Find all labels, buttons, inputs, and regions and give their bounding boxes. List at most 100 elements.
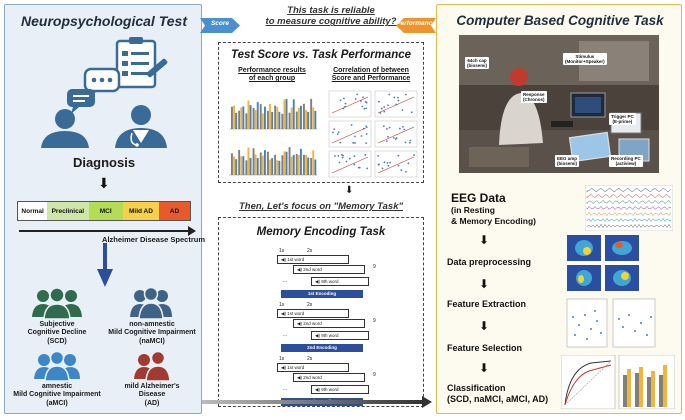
thumbnail-bar <box>290 156 293 175</box>
photo-label-stimulus: Stimulus(Monitor+Speaker) <box>563 53 607 66</box>
timing-label: 2s <box>307 302 313 308</box>
scatter-point <box>345 160 348 163</box>
label-line: Correlation of between <box>333 67 409 74</box>
group-label-line: Mild Cognitive Impairment <box>108 329 196 337</box>
group-amci: amnestic Mild Cognitive Impairment (aMCI… <box>9 351 105 408</box>
score-vs-performance-box: Test Score vs. Task Performance Performa… <box>218 42 424 183</box>
group-label-line: Subjective <box>39 321 75 328</box>
down-arrow-icon: ⬇ <box>98 175 110 191</box>
scatter-point <box>356 93 359 96</box>
group-label-line: (aMCI) <box>46 399 68 407</box>
thumbnail-bar <box>256 157 259 175</box>
thumbnail-bar <box>264 150 266 175</box>
item-count-label: 9 <box>373 264 376 270</box>
thumbnail-bar <box>261 155 264 175</box>
scatter-point <box>400 169 403 172</box>
scatter-point <box>409 139 412 142</box>
thumbnail-bar <box>242 156 245 175</box>
scatter-point <box>338 161 341 164</box>
thumbnail-bar <box>235 159 238 175</box>
thumbnail-bar <box>249 157 252 175</box>
thumbnail-bar <box>303 103 305 129</box>
trend-line <box>331 96 369 114</box>
eeg-channel-trace <box>586 200 672 205</box>
scatter-point <box>353 163 356 166</box>
trend-line <box>377 156 415 174</box>
ad-spectrum-bar: Normal Preclinical MCI Mild AD AD <box>17 201 191 221</box>
scatter-point <box>383 110 386 113</box>
thumbnail-bar <box>252 108 255 129</box>
down-arrow-icon: ⬇ <box>479 233 490 247</box>
group-label-line: amnestic <box>41 383 73 390</box>
thumbnail-bar <box>238 110 241 129</box>
step-classification: Classification (SCD, naMCI, aMCI, AD) <box>447 383 549 404</box>
thumbnail-bar <box>271 158 274 175</box>
feature-extraction-thumbnail <box>566 298 656 348</box>
thumbnail-bar <box>285 151 288 175</box>
scatter-panel <box>374 150 418 178</box>
scatter-point <box>365 107 368 110</box>
group-label-line: (SCD) <box>47 337 67 345</box>
group-label-line: non-amnestic <box>129 321 175 328</box>
scatter-point <box>397 96 399 99</box>
thumbnail-bar <box>278 111 281 129</box>
thumbnail-bar <box>231 106 233 129</box>
scatter-point <box>383 161 386 164</box>
label-line: Score and Performance <box>331 75 411 83</box>
scatter-point <box>392 136 395 139</box>
trend-line <box>331 156 369 174</box>
thumbnail-bar <box>233 156 235 175</box>
down-arrow-icon: ⬇ <box>345 185 354 196</box>
scatter-point <box>394 138 397 140</box>
photo-label-recording: Recording PC(actiview) <box>609 155 643 168</box>
scatter-point <box>354 142 356 144</box>
thumbnail-bar <box>288 147 291 175</box>
scatter-point <box>339 141 342 144</box>
step-feature-extraction: Feature Extraction <box>447 299 527 309</box>
thumbnail-bar <box>256 102 259 129</box>
thumbnail-bar <box>292 154 295 175</box>
scatter-point <box>339 99 342 102</box>
lab-setup-illustration-icon <box>459 35 659 173</box>
people-group-icon <box>130 287 172 319</box>
scatter-point <box>401 109 404 111</box>
scatter-point <box>337 155 340 157</box>
down-triangle-icon <box>97 243 113 287</box>
thumbnail-bar <box>235 112 238 129</box>
scatter-point <box>397 164 400 167</box>
scatter-point <box>332 131 334 134</box>
scatter-point <box>407 162 410 165</box>
thumbnail-bar <box>269 103 271 129</box>
group-label-line: Cognitive Decline <box>27 329 87 337</box>
eeg-channel-trace <box>586 211 672 217</box>
scatter-point <box>404 141 407 144</box>
topomap-thumbnail <box>567 235 639 291</box>
eeg-channel-trace <box>586 223 672 229</box>
scatter-point <box>350 124 353 126</box>
scatter-point <box>358 166 361 169</box>
spectrum-label: Alzheimer Disease Spectrum <box>102 235 205 244</box>
spectrum-arrowhead-icon <box>188 226 196 236</box>
scatter-point <box>383 106 386 109</box>
trend-line <box>377 96 415 114</box>
thumbnail-bar <box>238 149 241 175</box>
thumbnail-bar <box>312 150 315 175</box>
performance-tag-arrow-icon <box>396 18 436 33</box>
scatter-point <box>397 154 400 157</box>
consultation-illustration-icon <box>41 37 168 148</box>
thumbnail-bar <box>269 159 271 175</box>
scatter-point <box>333 128 336 131</box>
scatter-point <box>353 155 356 158</box>
timing-label: 2s <box>307 248 313 254</box>
box-title: Test Score vs. Task Performance <box>230 49 412 61</box>
thumbnail-bar <box>305 154 307 175</box>
people-group-icon <box>32 287 82 319</box>
thumbnail-bar <box>249 105 252 129</box>
thumbnail-bar <box>295 154 298 175</box>
scatter-panel <box>374 120 418 148</box>
eeg-lab-photo: 64ch cap(biosemi) Stimulus(Monitor+Speak… <box>459 35 659 173</box>
thumbnail-bar <box>252 148 255 175</box>
thumbnail-bar <box>297 154 300 175</box>
thumbnail-bar <box>240 107 243 129</box>
